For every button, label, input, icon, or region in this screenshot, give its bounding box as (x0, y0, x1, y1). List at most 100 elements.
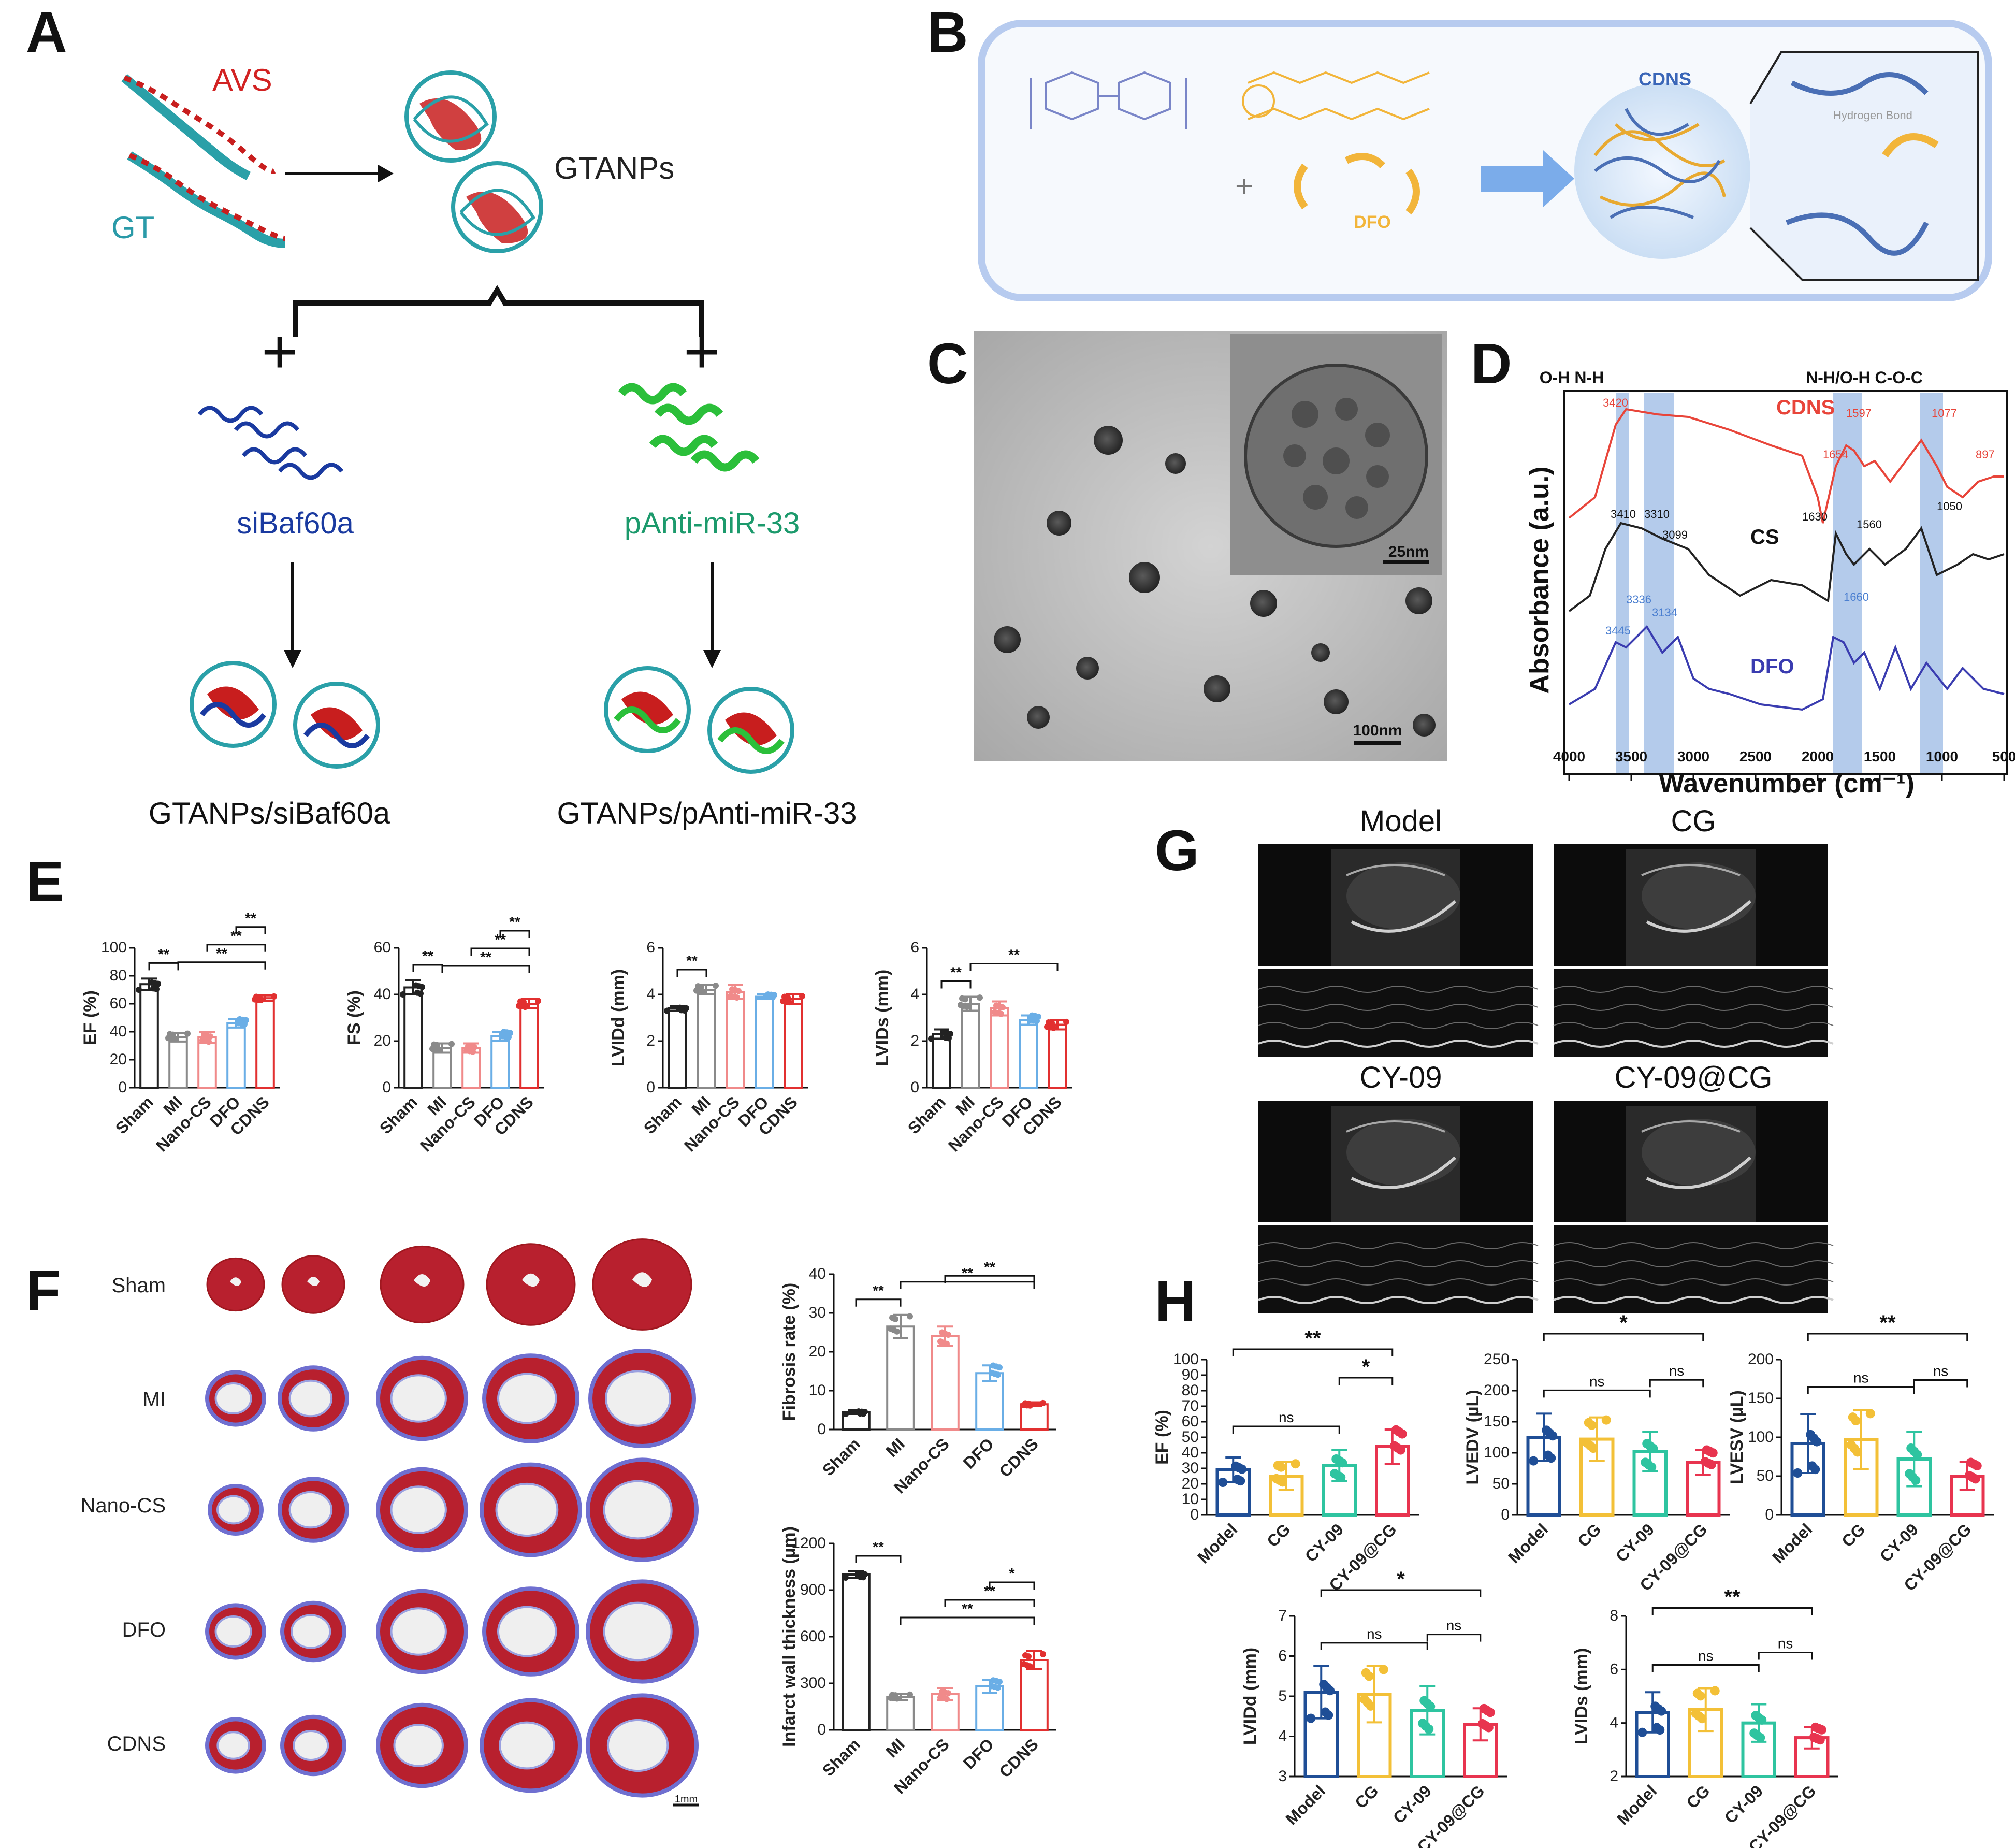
panel-letter-e: E (26, 850, 64, 914)
heart-section (588, 1349, 696, 1448)
significance-bracket (944, 1599, 1035, 1607)
data-point (149, 979, 155, 986)
sibaf60a-label: siBaf60a (237, 507, 354, 540)
significance-label: ns (1933, 1363, 1949, 1379)
data-point (1807, 1461, 1817, 1471)
significance-label: ** (1304, 1327, 1321, 1350)
panel-g-echocardiography: Model CG CY-09 CY-09@CG (1258, 804, 1834, 1313)
x-tick-label: DFO (960, 1735, 997, 1772)
significance-label: ** (950, 964, 962, 980)
data-point (535, 998, 541, 1004)
y-tick-label: 0 (817, 1721, 826, 1738)
dfo-arc-3 (1405, 168, 1420, 215)
data-point (1906, 1443, 1916, 1453)
row-label-dfo: DFO (122, 1619, 166, 1641)
significance-label: ** (509, 914, 520, 930)
data-point (516, 1002, 522, 1009)
y-tick-label: 80 (1182, 1382, 1199, 1399)
ftir-tick-label: 3500 (1615, 748, 1647, 764)
data-point (1700, 1457, 1710, 1467)
y-tick-label: 4 (646, 986, 655, 1003)
significance-bracket (1651, 1664, 1760, 1672)
significance-label: ** (216, 945, 227, 961)
output-panti-mir-33: GTANPs/pAnti-miR-33 (557, 797, 857, 830)
x-tick-label: CDNS (995, 1735, 1042, 1781)
data-point (1964, 1470, 1974, 1480)
x-tick-label: Nano-CS (416, 1092, 479, 1155)
gtanp-particle-2 (451, 161, 543, 253)
x-tick-label: CDNS (995, 1434, 1042, 1481)
significance-label: ** (158, 946, 169, 962)
data-point (959, 995, 965, 1002)
x-tick-label: Sham (112, 1092, 157, 1137)
bar (932, 1033, 951, 1089)
y-tick-label: 40 (374, 986, 391, 1003)
bar (668, 1007, 687, 1089)
heart-section (280, 1600, 346, 1663)
data-point (943, 1034, 949, 1041)
data-point (1793, 1468, 1803, 1478)
data-point (1319, 1680, 1329, 1690)
y-tick-label: 300 (800, 1674, 826, 1692)
bar (255, 997, 275, 1089)
y-tick-label: 5 (1278, 1687, 1287, 1705)
data-point (989, 1683, 995, 1690)
y-tick-label: 900 (800, 1581, 826, 1598)
significance-bracket (470, 947, 530, 956)
significance-bracket (1651, 1607, 1813, 1615)
y-tick-label: 60 (1182, 1413, 1199, 1430)
data-point (677, 1004, 683, 1011)
data-point (252, 996, 258, 1003)
gtanps-label: GTANPs (554, 151, 674, 185)
data-point (1021, 1661, 1027, 1667)
y-tick-label: 0 (382, 1079, 391, 1096)
peak-cs-5: 1050 (1937, 500, 1962, 513)
row-label-nano-cs: Nano-CS (80, 1494, 166, 1517)
data-point (729, 986, 735, 993)
significance-bracket (1543, 1333, 1704, 1341)
heart-section (376, 1355, 468, 1441)
dfo-label-b: DFO (1354, 212, 1391, 232)
data-point (958, 1002, 964, 1008)
panel-b-schematic: + DFO CDNS Hydrogen Bond (978, 20, 1992, 301)
data-point (1359, 1694, 1369, 1704)
bar (886, 1325, 915, 1431)
ftir-tick-label: 3000 (1677, 748, 1709, 764)
heart-section (586, 1457, 699, 1562)
y-tick-label: 100 (1173, 1351, 1199, 1368)
data-point (888, 1325, 894, 1332)
y-tick-label: 60 (374, 939, 391, 956)
heart-section (482, 1586, 579, 1677)
heart-section (586, 1579, 699, 1684)
x-tick-label: Sham (819, 1434, 864, 1479)
heart-section (206, 1257, 265, 1312)
heart-section (281, 1255, 345, 1314)
panti-mir-33-label: pAnti-miR-33 (625, 507, 800, 540)
y-tick-label: 2 (910, 1032, 919, 1049)
data-point (1751, 1711, 1761, 1721)
data-point (1418, 1719, 1428, 1728)
significance-label: ** (422, 948, 433, 964)
significance-bracket (1232, 1348, 1394, 1356)
plus-b: + (1235, 169, 1253, 204)
data-point (271, 993, 277, 1000)
y-axis-label: LVIDd (mm) (608, 969, 628, 1066)
significance-label: ** (686, 952, 698, 969)
plus-right: + (684, 317, 720, 386)
data-point (907, 1313, 913, 1320)
echo-images (1258, 844, 1834, 1313)
series-label-cs: CS (1750, 526, 1779, 548)
bar (961, 1003, 980, 1089)
gtanp-particle-1 (404, 70, 497, 163)
echo-frame (1258, 1101, 1539, 1313)
data-point (165, 1035, 171, 1042)
ftir-tick-label: 2000 (1802, 748, 1834, 764)
gtanp-si-particles (190, 661, 380, 769)
significance-bracket (900, 1616, 1035, 1625)
data-point (1806, 1430, 1816, 1439)
y-axis-label: LVEDV (µL) (1463, 1390, 1483, 1484)
y-tick-label: 200 (1748, 1351, 1774, 1368)
data-point (1044, 1023, 1050, 1030)
